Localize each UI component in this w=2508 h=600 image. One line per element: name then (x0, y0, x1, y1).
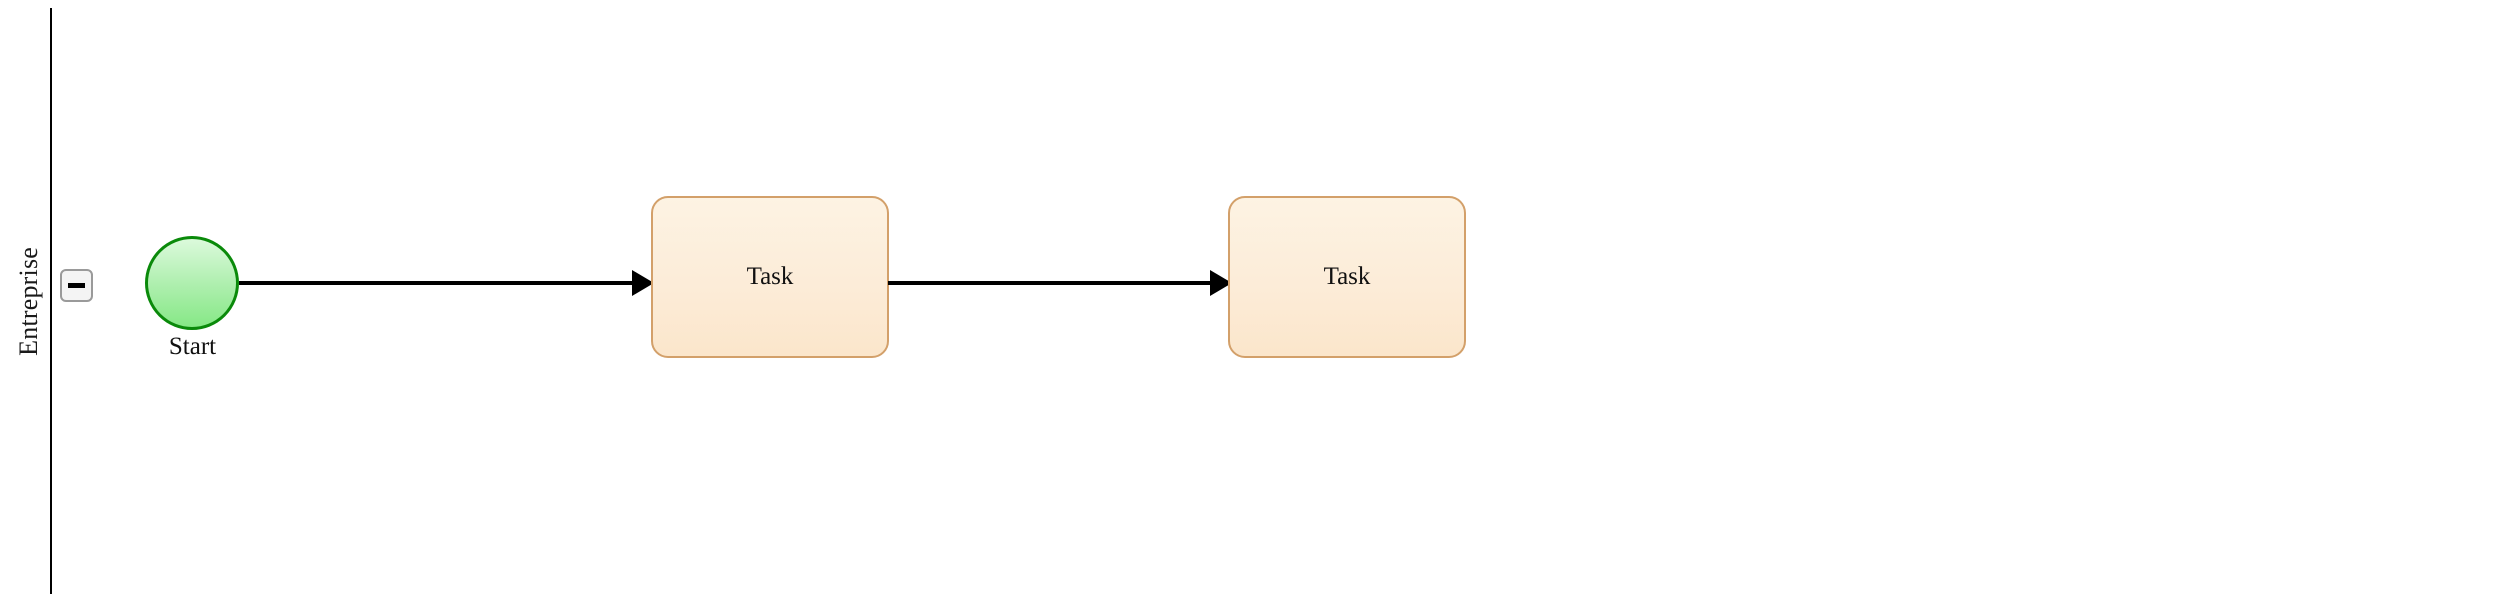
sequence-flow-2[interactable] (888, 281, 1215, 285)
task-node-2[interactable]: Task (1228, 196, 1466, 358)
lane-header[interactable]: Entreprise (8, 8, 52, 594)
arrow-head-icon (632, 270, 654, 296)
task-label: Task (746, 263, 794, 290)
task-label: Task (1323, 263, 1371, 290)
arrow-head-icon (1210, 270, 1232, 296)
lane-collapse-button[interactable] (60, 269, 93, 302)
start-event-node[interactable] (145, 236, 239, 330)
sequence-flow-1[interactable] (239, 281, 637, 285)
start-event-label: Start (168, 333, 217, 360)
minus-icon (68, 283, 85, 288)
lane-label: Entreprise (14, 246, 43, 356)
task-node-1[interactable]: Task (651, 196, 889, 358)
